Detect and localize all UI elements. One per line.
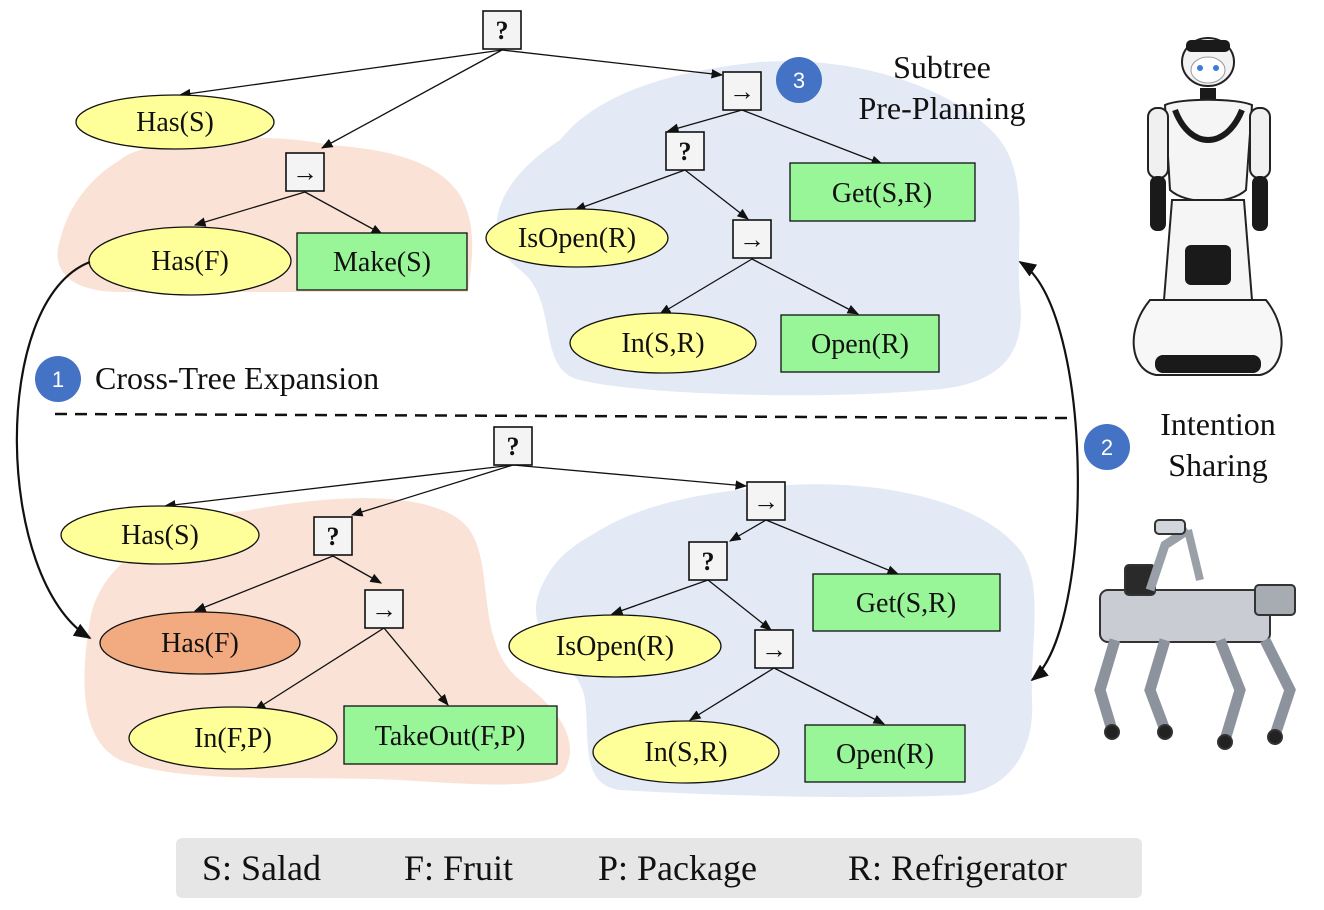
svg-text:→: → <box>371 595 397 624</box>
svg-text:Open(R): Open(R) <box>811 329 909 360</box>
bottom-tree-edges <box>163 464 900 725</box>
step1-label: Cross-Tree Expansion <box>95 360 379 396</box>
svg-text:Has(F): Has(F) <box>161 628 239 659</box>
bottom-sequence-takeout: → <box>364 589 404 629</box>
svg-text:In(F,P): In(F,P) <box>194 723 272 754</box>
top-get-salad-action: Get(S,R) <box>789 162 976 222</box>
top-sequence-make: → <box>285 152 325 192</box>
bottom-fallback-fruit: ? <box>313 516 353 556</box>
step1-badge: 1 <box>35 356 81 402</box>
svg-text:→: → <box>761 635 787 664</box>
svg-text:?: ? <box>679 137 692 166</box>
step3-badge: 3 <box>776 57 822 103</box>
step2-label-line1: Intention <box>1160 406 1276 442</box>
legend-refrigerator: R: Refrigerator <box>848 848 1067 888</box>
bottom-in-fruit-package-condition: In(F,P) <box>128 706 338 770</box>
top-tree-edges <box>178 49 884 315</box>
top-in-salad-condition: In(S,R) <box>569 312 757 374</box>
top-has-salad-condition: Has(S) <box>75 94 275 150</box>
bottom-fallback-open: ? <box>688 541 728 581</box>
bottom-get-salad-action: Get(S,R) <box>812 573 1001 632</box>
svg-text:?: ? <box>507 432 520 461</box>
cross-tree-expansion-arrow <box>15 260 92 639</box>
top-sequence-get: → <box>722 71 762 111</box>
top-open-fridge-action: Open(R) <box>780 314 940 373</box>
svg-text:In(S,R): In(S,R) <box>644 737 727 768</box>
bottom-takeout-action: TakeOut(F,P) <box>343 705 558 765</box>
step3-label-line1: Subtree <box>893 49 991 85</box>
svg-text:?: ? <box>327 522 340 551</box>
svg-text:2: 2 <box>1101 435 1113 460</box>
svg-text:Make(S): Make(S) <box>333 247 431 278</box>
bottom-sequence-get: → <box>746 481 786 521</box>
top-fallback-open: ? <box>665 131 705 171</box>
quadruped-robot-image <box>1094 519 1296 750</box>
bottom-open-fridge-action: Open(R) <box>804 724 966 783</box>
top-root-fallback: ? <box>482 10 522 50</box>
svg-text:Has(F): Has(F) <box>151 246 229 277</box>
svg-text:→: → <box>292 158 318 187</box>
top-make-salad-action: Make(S) <box>296 232 468 291</box>
svg-text:Has(S): Has(S) <box>136 107 214 138</box>
agent-divider <box>54 412 1069 420</box>
legend-box: S: Salad F: Fruit P: Package R: Refriger… <box>176 838 1142 898</box>
svg-text:→: → <box>729 77 755 106</box>
legend-salad: S: Salad <box>202 848 321 888</box>
intention-sharing-arrow <box>1018 261 1079 682</box>
step3-label-line2: Pre-Planning <box>858 90 1025 126</box>
svg-text:3: 3 <box>793 68 805 93</box>
step2-badge: 2 <box>1084 424 1130 470</box>
svg-text:1: 1 <box>52 367 64 392</box>
bottom-has-salad-condition: Has(S) <box>60 505 260 565</box>
legend-package: P: Package <box>598 848 757 888</box>
svg-text:Get(S,R): Get(S,R) <box>832 178 932 209</box>
svg-text:→: → <box>739 225 765 254</box>
top-has-fruit-condition: Has(F) <box>88 226 292 296</box>
svg-text:?: ? <box>496 16 509 45</box>
step2-label-line2: Sharing <box>1168 447 1268 483</box>
bottom-sequence-open: → <box>754 629 794 669</box>
svg-text:TakeOut(F,P): TakeOut(F,P) <box>375 721 526 752</box>
svg-text:IsOpen(R): IsOpen(R) <box>556 631 674 662</box>
bottom-has-fruit-expanded-condition: Has(F) <box>99 611 301 675</box>
svg-text:?: ? <box>702 547 715 576</box>
top-isopen-condition: IsOpen(R) <box>485 208 669 268</box>
humanoid-robot-image <box>1132 37 1283 376</box>
svg-text:Open(R): Open(R) <box>836 739 934 770</box>
bottom-isopen-condition: IsOpen(R) <box>508 614 722 678</box>
svg-text:IsOpen(R): IsOpen(R) <box>518 223 636 254</box>
svg-text:Has(S): Has(S) <box>121 520 199 551</box>
svg-text:Get(S,R): Get(S,R) <box>856 588 956 619</box>
legend-fruit: F: Fruit <box>404 848 513 888</box>
bottom-in-salad-condition: In(S,R) <box>592 720 780 784</box>
svg-text:→: → <box>753 487 779 516</box>
top-sequence-open: → <box>732 219 772 259</box>
bottom-root-fallback: ? <box>493 426 533 466</box>
svg-text:In(S,R): In(S,R) <box>621 328 704 359</box>
